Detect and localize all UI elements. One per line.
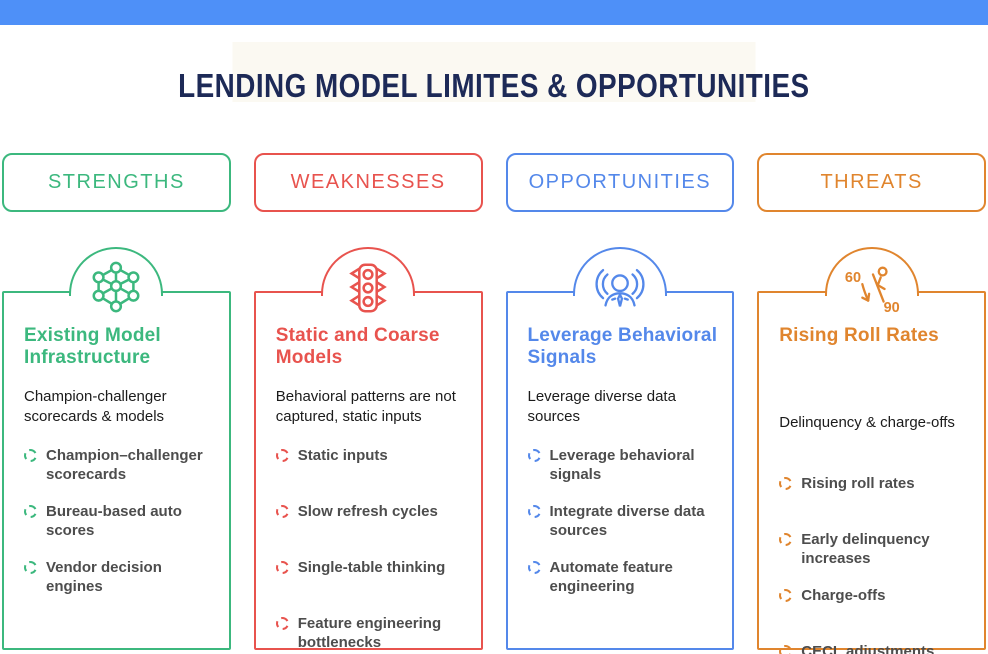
title-section: LENDING MODEL LIMITES & OPPORTUNITIES [0,42,988,136]
strengths-card-body: Existing Model Infrastructure Champion-c… [4,293,229,615]
list-item-label: Bureau-based auto scores [46,503,182,539]
list-item: Automate feature engineering [527,559,719,615]
bullet-list: Champion–challenger scorecards Bureau-ba… [24,447,215,615]
swot-cards-row: Existing Model Infrastructure Champion-c… [0,247,988,654]
card-subtitle: Delinquency & charge-offs [779,414,955,431]
list-item-label: Single-table thinking [297,559,446,576]
list-item-label: Leverage behavioral signals [549,447,695,483]
bullet-list: Rising roll rates Early delinquency incr… [779,475,970,654]
top-accent-bar [0,0,988,25]
gear-bullet-icon [527,505,541,518]
list-item-label: Automate feature engineering [549,559,673,595]
card-title: Rising Roll Rates [779,325,939,346]
list-item-label: CECL adjustments [801,643,935,654]
list-item: Leverage behavioral signals [527,447,719,503]
opportunities-card-body: Leverage Behavioral Signals Leverage div… [508,293,733,615]
list-item-label: Integrate diverse data sources [549,503,705,539]
list-item: Bureau-based auto scores [24,503,215,559]
title-backdrop [232,42,756,102]
gear-bullet-icon [527,449,541,462]
roll-rate-90-label: 90 [883,300,899,316]
list-item: Charge-offs [779,587,970,643]
bullet-list: Static inputs Slow refresh cycles Single… [275,447,467,654]
list-item: Single-table thinking [275,559,467,615]
list-item: Static inputs [275,447,467,503]
gear-bullet-icon [275,505,289,518]
list-item-label: Vendor decision engines [46,559,162,595]
swot-header-row: STRENGTHS WEAKNESSES OPPORTUNITIES THREA… [0,153,988,212]
gear-bullet-icon [275,561,289,574]
person-signals-icon [591,259,649,317]
gear-bullet-icon [779,533,793,546]
list-item: CECL adjustments [779,643,970,654]
gear-bullet-icon [779,477,793,490]
card-title: Static and Coarse Models [275,325,440,369]
list-item: Slow refresh cycles [275,503,467,559]
weaknesses-pill: WEAKNESSES [253,153,483,212]
gear-bullet-icon [24,505,37,518]
card-subtitle: Behavioral patterns are not captured, st… [275,388,456,426]
gear-bullet-icon [779,645,793,654]
gear-bullet-icon [24,449,37,462]
gear-bullet-icon [779,589,793,602]
gear-bullet-icon [24,561,37,574]
weaknesses-card: Static and Coarse Models Behavioral patt… [253,247,483,651]
weaknesses-card-body: Static and Coarse Models Behavioral patt… [256,293,481,654]
list-item-label: Rising roll rates [801,475,915,492]
list-item-label: Champion–challenger scorecards [46,447,203,483]
network-nodes-icon [87,259,145,317]
list-item: Feature engineering bottlenecks [275,615,467,654]
strengths-pill: STRENGTHS [2,153,231,212]
list-item: Vendor decision engines [24,559,215,615]
gear-bullet-icon [275,449,289,462]
list-item-label: Static inputs [297,447,388,464]
gear-bullet-icon [527,561,541,574]
list-item-label: Feature engineering bottlenecks [297,615,442,651]
card-title: Leverage Behavioral Signals [527,325,718,369]
threats-card-body: Rising Roll Rates Delinquency & charge-o… [759,293,984,654]
card-subtitle: Leverage diverse data sources [527,388,676,426]
list-item-label: Slow refresh cycles [297,503,438,520]
card-title: Existing Model Infrastructure [24,325,161,369]
roll-rates-icon: 60 90 [843,259,901,317]
page-title: LENDING MODEL LIMITES & OPPORTUNITIES [178,66,810,105]
list-item: Champion–challenger scorecards [24,447,215,503]
list-item: Integrate diverse data sources [527,503,719,559]
roll-rate-60-label: 60 [845,270,861,286]
opportunities-card: Leverage Behavioral Signals Leverage div… [505,247,735,650]
bullet-list: Leverage behavioral signals Integrate di… [527,447,719,615]
list-item: Early delinquency increases [779,531,970,587]
list-item-label: Early delinquency increases [801,531,930,567]
traffic-light-icon [339,259,397,317]
list-item: Rising roll rates [779,475,970,531]
threats-pill: THREATS [757,153,986,212]
gear-bullet-icon [275,617,289,630]
opportunities-pill: OPPORTUNITIES [505,153,735,212]
list-item-label: Charge-offs [801,587,886,604]
threats-card: 60 90 Rising Roll Rates Delinquency & ch… [757,247,986,654]
strengths-card: Existing Model Infrastructure Champion-c… [2,247,231,650]
card-subtitle: Champion-challenger scorecards & models [24,388,167,426]
